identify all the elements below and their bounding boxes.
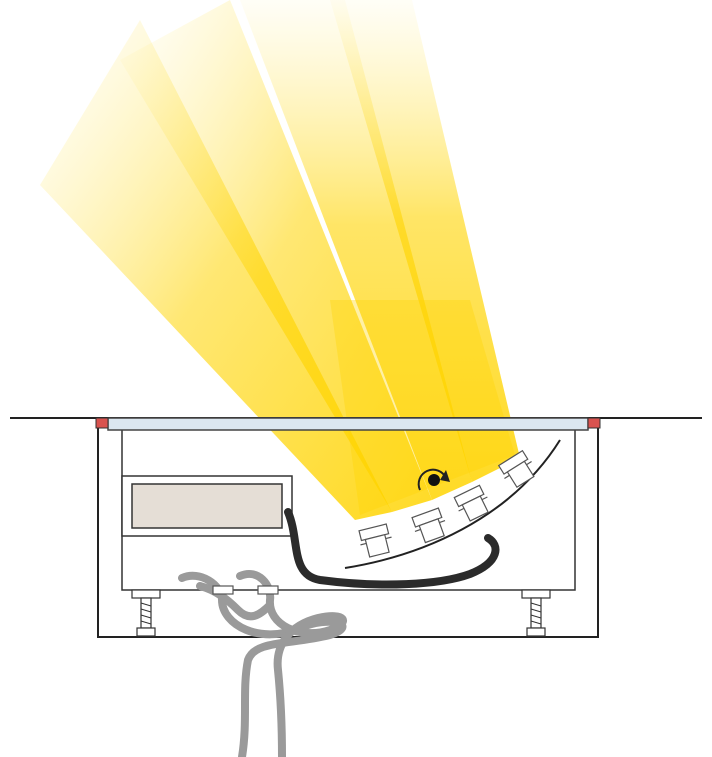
levelling-screw-left — [132, 590, 160, 636]
levelling-screw-right — [522, 590, 550, 636]
driver-unit — [132, 484, 282, 528]
cable-clamp — [258, 586, 278, 594]
seal-left — [96, 418, 108, 428]
light-beams — [40, 0, 520, 520]
supply-cable — [240, 574, 343, 757]
lamp — [357, 524, 395, 559]
lamp — [452, 484, 493, 523]
supply-cable — [182, 576, 342, 757]
driver-box — [122, 476, 292, 536]
supply-cables — [182, 574, 343, 757]
cable-clamp — [213, 586, 233, 594]
seal-right — [588, 418, 600, 428]
internal-cable — [288, 512, 495, 585]
cover-glass — [108, 418, 588, 430]
pivot-point — [428, 474, 440, 486]
